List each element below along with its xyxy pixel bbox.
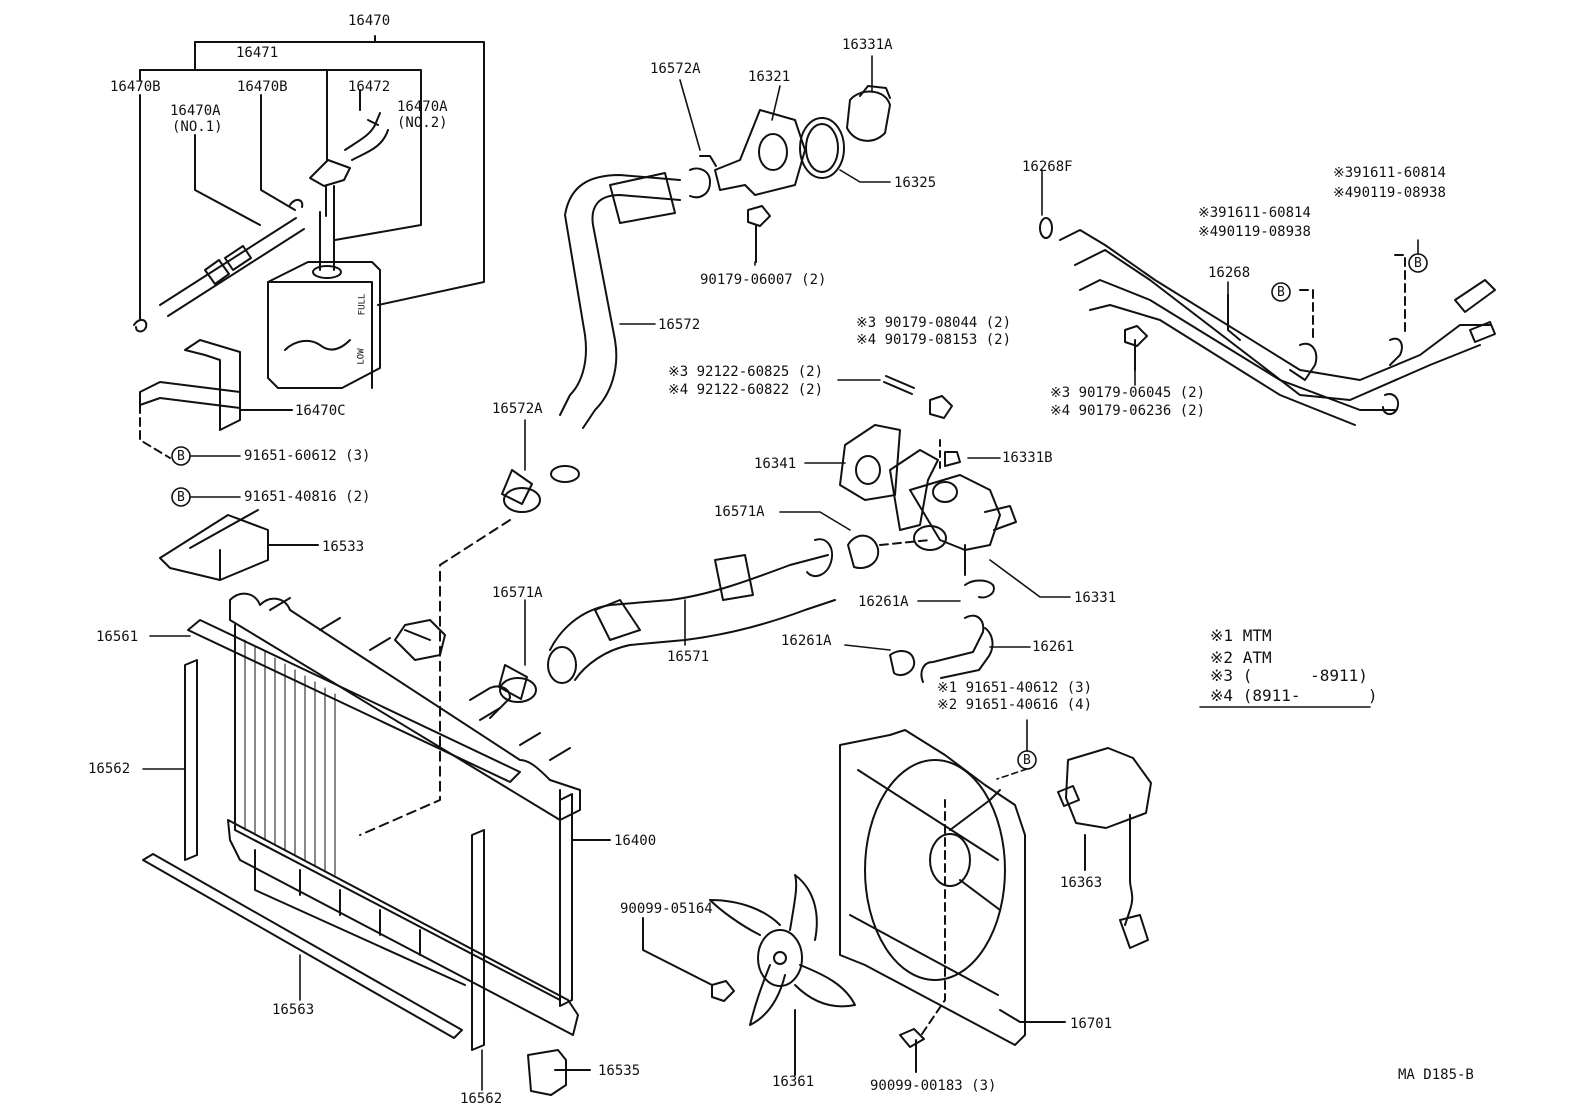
radiator-group (142, 592, 611, 1096)
callout-b-4: B (1414, 256, 1422, 271)
label-note3-92122-60825: ※3 92122-60825 (2) (668, 364, 824, 380)
label-16325: 16325 (894, 175, 937, 191)
label-16261a: 16261A (858, 594, 909, 610)
lower-hose-group (359, 375, 1017, 836)
label-16562-bottom: 16562 (460, 1091, 503, 1107)
legend-mark-3: ※3 (1210, 666, 1234, 685)
label-16563: 16563 (272, 1002, 315, 1018)
label-90179-06007: 90179-06007 (2) (700, 272, 827, 288)
label-16561: 16561 (96, 629, 139, 645)
label-16400: 16400 (614, 833, 657, 849)
legend-row-2: ※2 ATM (1210, 650, 1272, 666)
legend-text-3: ( -8911) (1242, 666, 1368, 685)
tank-low-mark: LOW (356, 348, 367, 365)
label-91651-60612: 91651-60612 (3) (244, 448, 371, 464)
label-note3-91611-top: ※391611-60814 (1333, 165, 1446, 181)
label-16571a-top: 16571A (714, 504, 765, 520)
label-16470a-2-note: (NO.2) (397, 115, 448, 131)
diagram-reference-code: MA D185-B (1398, 1067, 1474, 1083)
legend-text-1: MTM (1242, 626, 1272, 645)
leader-lines (142, 55, 1229, 1091)
legend-row-1: ※1 MTM (1210, 628, 1272, 644)
legend-mark-2: ※2 (1210, 648, 1234, 667)
label-16470a-1: 16470A (170, 103, 221, 119)
label-16470a-2: 16470A (397, 99, 448, 115)
label-16470b: 16470B (237, 79, 288, 95)
label-note4-90119-top: ※490119-08938 (1333, 185, 1446, 201)
legend-row-4: ※4 (8911- ) (1210, 688, 1378, 704)
label-90099-05164: 90099-05164 (620, 901, 713, 917)
label-note3-90179-08044: ※3 90179-08044 (2) (856, 315, 1012, 331)
callout-b-2: B (177, 490, 185, 505)
label-16701: 16701 (1070, 1016, 1113, 1032)
label-note4-90179-06236: ※4 90179-06236 (2) (1050, 403, 1206, 419)
label-16572a: 16572A (492, 401, 543, 417)
legend-text-4: (8911- ) (1242, 686, 1378, 705)
label-16363: 16363 (1060, 875, 1103, 891)
label-16261: 16261 (1032, 639, 1075, 655)
callout-b-1: B (177, 449, 185, 464)
callout-b-5: B (1023, 753, 1031, 768)
legend-text-2: ATM (1242, 648, 1272, 667)
label-90099-00183: 90099-00183 (3) (870, 1078, 997, 1094)
label-16331: 16331 (1074, 590, 1117, 606)
tank-full-mark: FULL (357, 293, 368, 316)
label-note4-92122-60822: ※4 92122-60822 (2) (668, 382, 824, 398)
label-note3-90179-06045: ※3 90179-06045 (2) (1050, 385, 1206, 401)
label-16533: 16533 (322, 539, 365, 555)
label-16331b: 16331B (1002, 450, 1053, 466)
label-note4-90119: ※490119-08938 (1198, 224, 1311, 240)
label-16562-left: 16562 (88, 761, 131, 777)
label-16471: 16471 (236, 45, 279, 61)
callout-b-3: B (1277, 285, 1285, 300)
b-callouts (171, 239, 1428, 780)
label-note2-91651-40616: ※2 91651-40616 (4) (937, 697, 1093, 713)
label-note4-90179-08153: ※4 90179-08153 (2) (856, 332, 1012, 348)
label-16261a-lower: 16261A (781, 633, 832, 649)
label-16268f: 16268F (1022, 159, 1073, 175)
label-16472: 16472 (348, 79, 391, 95)
label-16361: 16361 (772, 1074, 815, 1090)
upper-hose-group (550, 85, 891, 483)
label-16470a-1-note: (NO.1) (172, 119, 223, 135)
label-16572a-top: 16572A (650, 61, 701, 77)
label-note3-91611: ※391611-60814 (1198, 205, 1311, 221)
label-16571: 16571 (667, 649, 710, 665)
fan-group (642, 729, 1152, 1076)
label-16341: 16341 (754, 456, 797, 472)
legend-mark-1: ※1 (1210, 626, 1234, 645)
label-16571a: 16571A (492, 585, 543, 601)
label-note1-91651-40612: ※1 91651-40612 (3) (937, 680, 1093, 696)
bypass-pipe-group (1039, 217, 1496, 426)
label-16470b-left: 16470B (110, 79, 161, 95)
label-16470c: 16470C (295, 403, 346, 419)
reservoir-group (133, 35, 485, 581)
legend-row-3: ※3 ( -8911) (1210, 668, 1368, 684)
legend-mark-4: ※4 (1210, 686, 1234, 705)
label-91651-40816: 91651-40816 (2) (244, 489, 371, 505)
label-16268: 16268 (1208, 265, 1251, 281)
label-16331a: 16331A (842, 37, 893, 53)
label-16470: 16470 (348, 13, 391, 29)
label-16572: 16572 (658, 317, 701, 333)
label-16321: 16321 (748, 69, 791, 85)
label-16535: 16535 (598, 1063, 641, 1079)
